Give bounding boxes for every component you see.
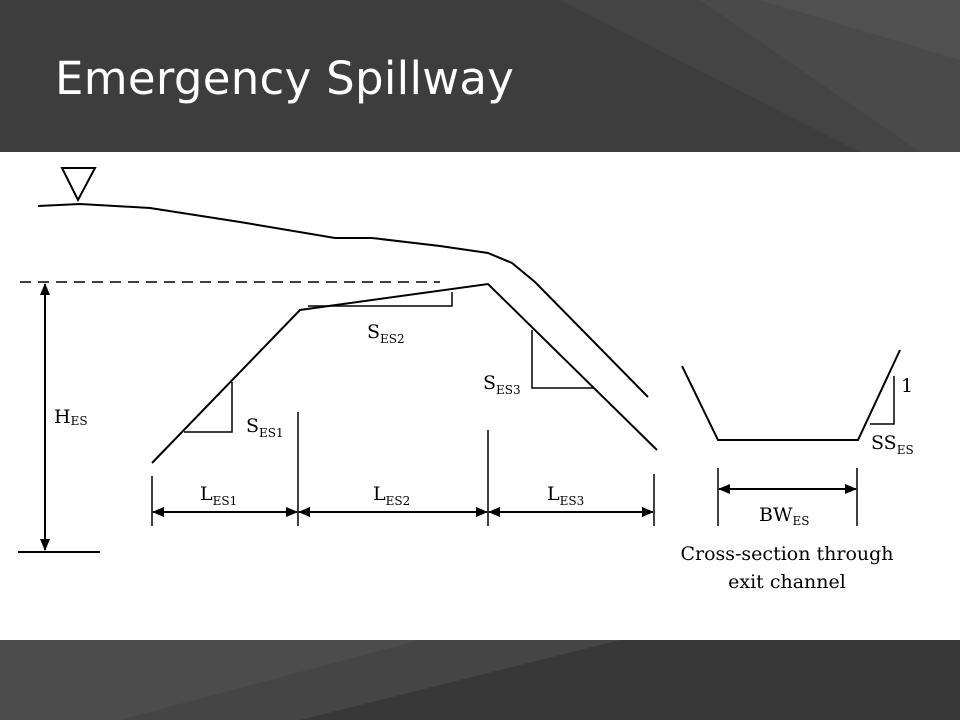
- water-surface-line: [37, 202, 649, 398]
- spillway-profile: [151, 282, 658, 464]
- diagram-panel: HES SES1 SES2 SES3 LES1 LES2 LES3 BWES S…: [0, 152, 960, 640]
- slide-title: Emergency Spillway: [55, 52, 515, 105]
- slide-header: Emergency Spillway: [0, 0, 960, 152]
- label-ss-es: SSES: [871, 432, 914, 457]
- exit-channel-cross-section: [681, 349, 901, 441]
- water-level-triangle-icon: [60, 167, 97, 203]
- label-bw-es: BWES: [759, 504, 809, 528]
- slide-footer: [0, 640, 960, 720]
- label-l-es2: LES2: [373, 483, 410, 508]
- label-l-es3: LES3: [547, 483, 584, 508]
- label-l-es1: LES1: [200, 483, 237, 508]
- caption-line-2: exit channel: [728, 571, 846, 593]
- label-h-es: HES: [54, 406, 88, 428]
- header-decoration: [560, 0, 960, 152]
- slope-triangle-es2: [308, 292, 453, 307]
- label-slope-one: 1: [901, 375, 913, 397]
- slope-triangle-ss-es: [870, 376, 895, 425]
- spillway-diagram: HES SES1 SES2 SES3 LES1 LES2 LES3 BWES S…: [18, 167, 914, 593]
- label-s-es2: SES2: [367, 321, 405, 346]
- label-s-es3: SES3: [483, 372, 521, 397]
- slope-triangle-es1: [184, 382, 233, 433]
- caption-line-1: Cross-section through: [680, 543, 893, 565]
- footer-decoration: [0, 640, 620, 720]
- label-s-es1: SES1: [246, 415, 284, 440]
- slope-triangle-es3: [531, 330, 594, 389]
